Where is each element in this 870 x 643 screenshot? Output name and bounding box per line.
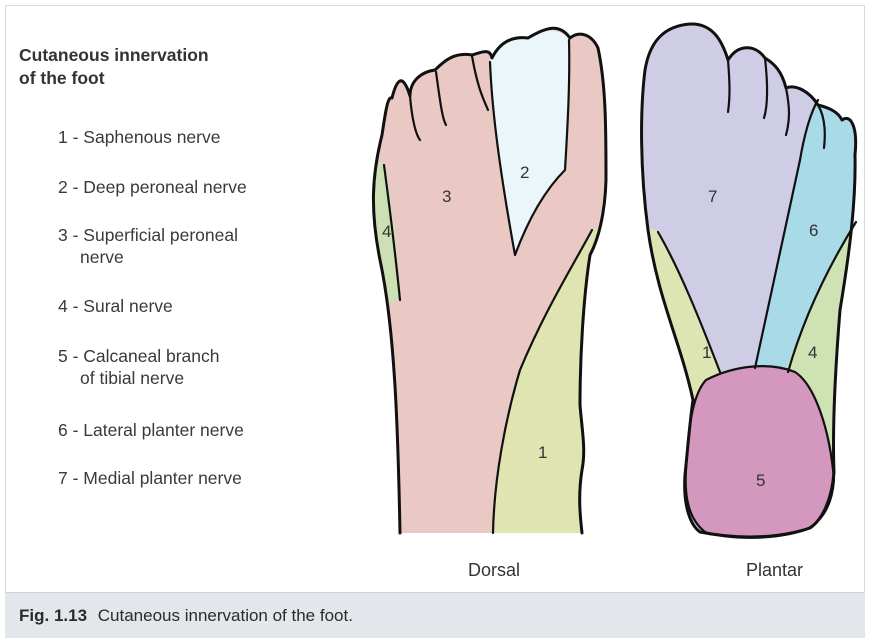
plantar-toe-line	[728, 60, 730, 112]
figure-caption: Fig. 1.13 Cutaneous innervation of the f…	[19, 606, 353, 626]
plantar-region-7-label: 7	[708, 187, 717, 206]
plantar-foot: 7 6 1 4 5 Plantar	[630, 15, 870, 580]
plantar-region-4-label: 4	[808, 343, 817, 362]
dorsal-region-3-label: 3	[442, 187, 451, 206]
dorsal-view-label: Dorsal	[468, 560, 520, 580]
caption-text: Cutaneous innervation of the foot.	[98, 606, 353, 625]
dorsal-foot: 3 2 4 1 Dorsal	[360, 20, 620, 580]
caption-bar: Fig. 1.13 Cutaneous innervation of the f…	[5, 592, 865, 638]
dorsal-region-4-label: 4	[382, 222, 391, 241]
plantar-region-5-label: 5	[756, 471, 765, 490]
dorsal-region-2-label: 2	[520, 163, 529, 182]
plantar-region-6-label: 6	[809, 221, 818, 240]
foot-diagram: 3 2 4 1 Dorsal 7 6 1	[0, 0, 870, 590]
figure-number: Fig. 1.13	[19, 606, 87, 625]
plantar-region-1-label: 1	[702, 343, 711, 362]
dorsal-region-1-label: 1	[538, 443, 547, 462]
plantar-view-label: Plantar	[746, 560, 803, 580]
